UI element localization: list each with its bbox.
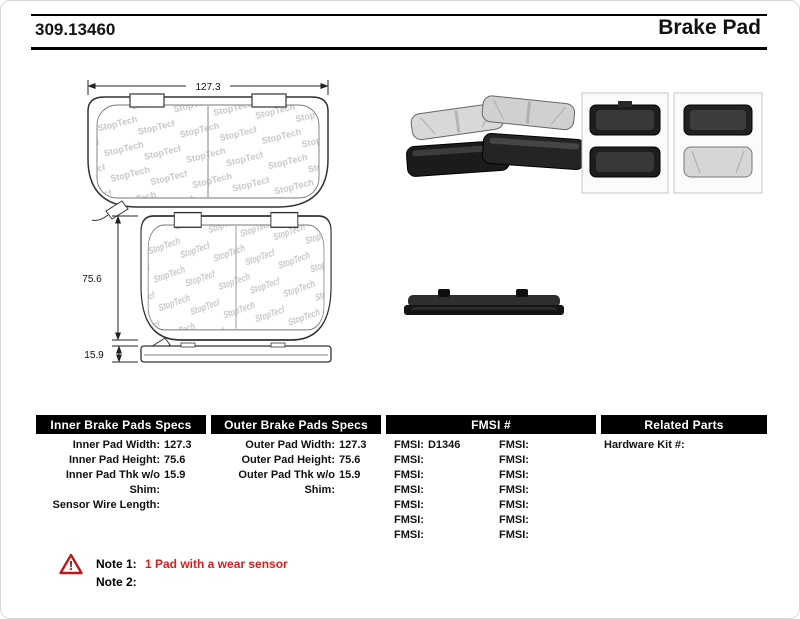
technical-drawing: StopTech StopTech 127.3 <box>82 79 333 363</box>
fmsi-cell: FMSI: <box>386 528 491 543</box>
pad-edge-view <box>140 342 332 363</box>
fmsi-cell: FMSI: <box>386 498 491 513</box>
fmsi-row: FMSI: FMSI: <box>386 483 596 498</box>
outer-pad-drawing <box>139 211 333 355</box>
spec-row: Inner Pad Width: 127.3 <box>36 438 206 453</box>
fmsi-label: FMSI: <box>499 514 529 526</box>
product-photos <box>404 92 763 315</box>
inner-specs-column: Inner Brake Pads Specs Inner Pad Width: … <box>36 415 206 513</box>
spec-row: Outer Pad Thk w/o Shim: 15.9 <box>211 468 381 498</box>
outer-specs-column: Outer Brake Pads Specs Outer Pad Width: … <box>211 415 381 498</box>
fmsi-cell: FMSI: <box>386 468 491 483</box>
fmsi-row: FMSI: FMSI: <box>386 453 596 468</box>
header-bottom-rule <box>31 47 767 50</box>
warning-icon: ! <box>59 553 83 575</box>
spec-label: Outer Pad Height: <box>241 454 335 466</box>
pad-photo-sets <box>581 92 763 194</box>
spec-value <box>160 498 206 513</box>
fmsi-label: FMSI: <box>394 484 424 496</box>
fmsi-column: FMSI # FMSI:D1346 FMSI: FMSI: FMSI: FMSI… <box>386 415 596 543</box>
spec-row: Outer Pad Height: 75.6 <box>211 453 381 468</box>
spec-value: 127.3 <box>339 439 367 451</box>
fmsi-cell: FMSI: <box>491 513 596 528</box>
height-dimension: 75.6 <box>82 215 138 341</box>
spec-label: Outer Pad Thk w/o Shim: <box>238 469 335 496</box>
fmsi-header: FMSI # <box>386 415 596 434</box>
spec-row: Sensor Wire Length: <box>36 498 206 513</box>
fmsi-label: FMSI: <box>499 529 529 541</box>
spec-label: Inner Pad Height: <box>68 454 160 466</box>
spec-label: Sensor Wire Length: <box>52 499 160 511</box>
spec-row: Inner Pad Thk w/o Shim: 15.9 <box>36 468 206 498</box>
product-title: Brake Pad <box>658 16 761 39</box>
fmsi-label: FMSI: <box>394 469 424 481</box>
note2-label: Note 2: <box>96 575 137 589</box>
width-dimension: 127.3 <box>87 79 329 95</box>
fmsi-cell: FMSI: <box>491 498 596 513</box>
fmsi-label: FMSI: <box>394 529 424 541</box>
fmsi-cell: FMSI: <box>491 453 596 468</box>
inner-specs-header: Inner Brake Pads Specs <box>36 415 206 434</box>
spec-value: 15.9 <box>339 469 361 481</box>
header-top-rule <box>31 14 767 16</box>
fmsi-label: FMSI: <box>499 439 529 451</box>
fmsi-value: D1346 <box>427 439 461 451</box>
fmsi-label: FMSI: <box>394 439 424 451</box>
fmsi-label: FMSI: <box>499 499 529 511</box>
fmsi-label: FMSI: <box>394 454 424 466</box>
thickness-dim-label: 15.9 <box>84 350 104 361</box>
fmsi-cell: FMSI: <box>386 513 491 528</box>
outer-specs-header: Outer Brake Pads Specs <box>211 415 381 434</box>
fmsi-label: FMSI: <box>394 514 424 526</box>
thickness-dimension: 15.9 <box>84 345 138 363</box>
fmsi-label: FMSI: <box>499 454 529 466</box>
spec-row: Inner Pad Height: 75.6 <box>36 453 206 468</box>
svg-text:!: ! <box>69 558 73 573</box>
fmsi-row: FMSI: FMSI: <box>386 468 596 483</box>
height-dim-label: 75.6 <box>82 274 102 285</box>
fmsi-cell: FMSI: <box>386 453 491 468</box>
fmsi-cell: FMSI:D1346 <box>386 438 491 453</box>
pad-photo-cluster <box>406 95 586 177</box>
fmsi-cell: FMSI: <box>491 468 596 483</box>
fmsi-row: FMSI:D1346 FMSI: <box>386 438 596 453</box>
part-number: 309.13460 <box>35 20 116 39</box>
related-parts-column: Related Parts Hardware Kit #: <box>601 415 767 453</box>
fmsi-row: FMSI: FMSI: <box>386 498 596 513</box>
spec-value: 127.3 <box>164 439 192 451</box>
spec-row: Outer Pad Width: 127.3 <box>211 438 381 453</box>
related-part-row: Hardware Kit #: <box>601 438 767 453</box>
fmsi-cell: FMSI: <box>386 483 491 498</box>
fmsi-label: FMSI: <box>394 499 424 511</box>
related-parts-header: Related Parts <box>601 415 767 434</box>
spec-label: Inner Pad Width: <box>72 439 160 451</box>
width-dim-label: 127.3 <box>195 82 220 93</box>
fmsi-cell: FMSI: <box>491 438 596 453</box>
pad-profile-photo <box>404 289 564 315</box>
spec-label: Outer Pad Width: <box>245 439 335 451</box>
spec-label: Inner Pad Thk w/o Shim: <box>65 469 160 496</box>
note1-label: Note 1: <box>96 557 137 571</box>
inner-pad-drawing <box>87 93 329 221</box>
fmsi-row: FMSI: FMSI: <box>386 513 596 528</box>
fmsi-label: FMSI: <box>499 484 529 496</box>
fmsi-cell: FMSI: <box>491 528 596 543</box>
spec-value: 75.6 <box>339 454 361 466</box>
note1-text: 1 Pad with a wear sensor <box>145 557 288 571</box>
fmsi-cell: FMSI: <box>491 483 596 498</box>
fmsi-row: FMSI: FMSI: <box>386 528 596 543</box>
spec-value: 75.6 <box>164 454 186 466</box>
spec-value: 15.9 <box>164 469 186 481</box>
related-part-label: Hardware Kit #: <box>604 439 685 451</box>
fmsi-label: FMSI: <box>499 469 529 481</box>
